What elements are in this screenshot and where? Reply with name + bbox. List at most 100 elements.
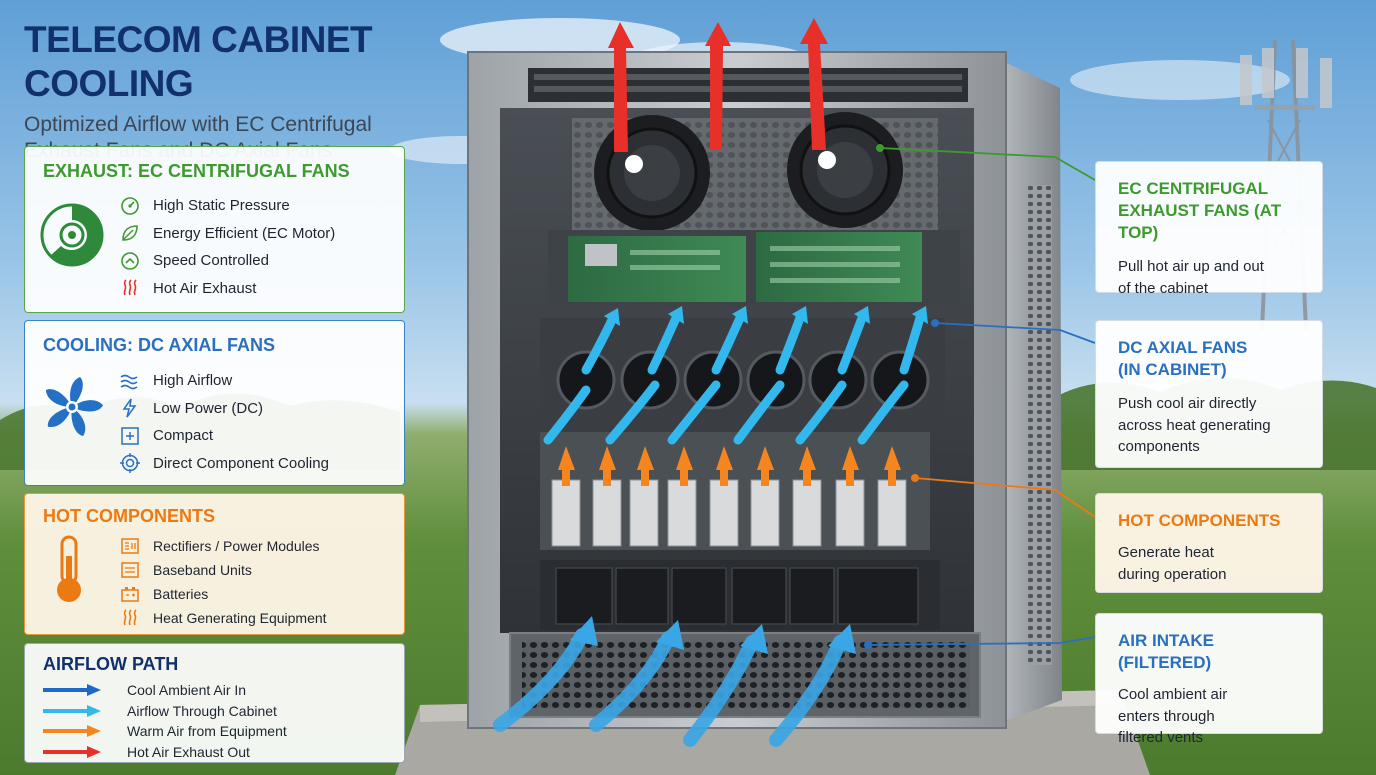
- cooling-feature-1-label: High Airflow: [153, 372, 233, 390]
- callout-hot-components: HOT COMPONENTS Generate heat during oper…: [1095, 493, 1323, 593]
- exhaust-panel: EXHAUST: EC CENTRIFUGAL FANS High Static…: [24, 146, 405, 313]
- callout-dc-title-line-2: (IN CABINET): [1118, 360, 1227, 379]
- callout-ec-title-line-2: EXHAUST FANS (AT TOP): [1118, 201, 1282, 242]
- callout-ec-centrifugal: EC CENTRIFUGAL EXHAUST FANS (AT TOP) Pul…: [1095, 161, 1323, 297]
- cooling-panel-title: COOLING: DC AXIAL FANS: [43, 335, 276, 355]
- intake-arrow-heads: [570, 616, 856, 654]
- callout-ec-text-line-1: Pull hot air up and out: [1118, 258, 1264, 275]
- exhaust-feature-1: High Static Pressure: [119, 192, 335, 220]
- cabinet-airflow-heads: [604, 306, 928, 326]
- airflow-panel-title: AIRFLOW PATH: [43, 654, 179, 674]
- callout-hot-title: HOT COMPONENTS: [1118, 510, 1308, 532]
- cooling-feature-list: High Airflow Low Power (DC) Compact Dire…: [119, 367, 329, 477]
- callout-ec-text: Pull hot air up and out of the cabinet: [1118, 256, 1308, 299]
- cooling-feature-2-label: Low Power (DC): [153, 399, 264, 417]
- airflow-waves-icon: [120, 374, 138, 390]
- main-title: TELECOM CABINET COOLING: [24, 19, 373, 104]
- callout-dc-text: Push cool air directly across heat gener…: [1118, 393, 1308, 458]
- thermometer-icon: [57, 535, 81, 602]
- compact-box-icon: [121, 427, 139, 445]
- callout-dc-text-line-3: components: [1118, 438, 1200, 455]
- airflow-legend: Cool Ambient Air In Airflow Through Cabi…: [43, 680, 287, 762]
- exhaust-feature-4-label: Hot Air Exhaust: [153, 279, 257, 297]
- exhaust-feature-4: Hot Air Exhaust: [119, 275, 335, 303]
- lightning-icon: [122, 398, 137, 418]
- callout-hot-text-line-1: Generate heat: [1118, 544, 1214, 561]
- cooling-feature-3-label: Compact: [153, 427, 214, 445]
- exhaust-feature-2: Energy Efficient (EC Motor): [119, 220, 335, 248]
- hot-feature-list: Rectifiers / Power Modules Baseband Unit…: [119, 534, 327, 630]
- hot-feature-4-label: Heat Generating Equipment: [153, 610, 327, 626]
- exhaust-feature-2-label: Energy Efficient (EC Motor): [153, 224, 336, 242]
- baseband-unit-icon: [121, 562, 139, 578]
- legend-hot-exhaust-label: Hot Air Exhaust Out: [127, 743, 250, 760]
- legend-airflow-through: Airflow Through Cabinet: [43, 701, 287, 722]
- callout-ec-title-line-1: EC CENTRIFUGAL: [1118, 179, 1269, 198]
- callout-dc-title: DC AXIAL FANS (IN CABINET): [1118, 337, 1308, 381]
- cooling-feature-4: Direct Component Cooling: [119, 450, 329, 478]
- callout-intake-title: AIR INTAKE (FILTERED): [1118, 630, 1308, 674]
- callout-ec-title: EC CENTRIFUGAL EXHAUST FANS (AT TOP): [1118, 178, 1308, 244]
- centrifugal-fan-left: [594, 115, 710, 231]
- callout-intake-text-line-3: filtered vents: [1118, 729, 1204, 746]
- callout-intake-text-line-2: enters through: [1118, 707, 1215, 725]
- legend-cool-air-label: Cool Ambient Air In: [127, 682, 247, 699]
- centrifugal-fan-icon: [40, 203, 104, 267]
- callout-hot-text: Generate heat during operation: [1118, 542, 1308, 585]
- callout-intake-title-line-1: AIR INTAKE (FILTERED): [1118, 631, 1215, 672]
- callout-intake-text-line-1: Cool ambient air: [1118, 686, 1228, 703]
- callout-air-intake: AIR INTAKE (FILTERED) Cool ambient air e…: [1095, 613, 1323, 746]
- target-icon: [120, 453, 140, 474]
- hot-panel-title: HOT COMPONENTS: [43, 506, 216, 526]
- intake-airflow-arrows: [493, 628, 847, 747]
- subtitle-line-1: Optimized Airflow with EC Centrifugal: [24, 113, 372, 136]
- cooling-feature-3: Compact: [119, 422, 329, 450]
- hot-feature-3: Batteries: [119, 582, 327, 606]
- cooling-feature-4-label: Direct Component Cooling: [153, 454, 329, 472]
- cool-air-arrow-icon: [43, 684, 101, 697]
- cooling-panel: COOLING: DC AXIAL FANS High Airflow Low …: [24, 320, 405, 486]
- callout-dc-axial: DC AXIAL FANS (IN CABINET) Push cool air…: [1095, 320, 1323, 468]
- hot-feature-2: Baseband Units: [119, 558, 327, 582]
- callout-ec-text-line-2: of the cabinet: [1118, 279, 1209, 297]
- exhaust-feature-1-label: High Static Pressure: [153, 197, 290, 215]
- exhaust-panel-title: EXHAUST: EC CENTRIFUGAL FANS: [43, 161, 350, 181]
- cooling-feature-2: Low Power (DC): [119, 395, 329, 423]
- callout-hot-title-line-1: HOT COMPONENTS: [1118, 511, 1281, 530]
- exhaust-feature-3: Speed Controlled: [119, 247, 335, 275]
- hot-exhaust-arrows: [608, 18, 828, 152]
- legend-hot-exhaust: Hot Air Exhaust Out: [43, 742, 287, 763]
- cooling-feature-1: High Airflow: [119, 367, 329, 395]
- title-block: TELECOM CABINET COOLING Optimized Airflo…: [24, 18, 484, 164]
- hot-feature-3-label: Batteries: [153, 586, 209, 602]
- hot-feature-4: Heat Generating Equipment: [119, 606, 327, 630]
- centrifugal-fan-right: [787, 112, 903, 228]
- legend-warm-air: Warm Air from Equipment: [43, 721, 287, 742]
- hot-feature-1-label: Rectifiers / Power Modules: [153, 538, 320, 554]
- hot-components-panel: HOT COMPONENTS Rectifiers / Power Module…: [24, 493, 405, 635]
- callout-dc-text-line-1: Push cool air directly: [1118, 395, 1257, 412]
- callout-intake-text: Cool ambient air enters through filtered…: [1118, 684, 1308, 749]
- heat-waves-icon: [123, 279, 137, 296]
- power-module-icon: [121, 538, 139, 554]
- axial-fan-row: [556, 350, 930, 410]
- exhaust-feature-3-label: Speed Controlled: [153, 252, 269, 270]
- airflow-path-panel: AIRFLOW PATH Cool Ambient Air In Airflow…: [24, 643, 405, 763]
- hot-feature-2-label: Baseband Units: [153, 562, 252, 578]
- hot-exhaust-arrow-icon: [43, 745, 101, 758]
- rectifier-modules: [551, 479, 907, 547]
- speed-dial-icon: [121, 251, 139, 270]
- legend-cool-air-in: Cool Ambient Air In: [43, 680, 287, 701]
- leader-dots: [864, 144, 939, 649]
- legend-airflow-through-label: Airflow Through Cabinet: [127, 702, 277, 719]
- warm-air-arrow-icon: [43, 725, 101, 738]
- battery-bank: [555, 567, 919, 625]
- exhaust-feature-list: High Static Pressure Energy Efficient (E…: [119, 192, 335, 302]
- callout-dc-text-line-2: across heat generating: [1118, 416, 1271, 434]
- callout-dc-title-line-1: DC AXIAL FANS: [1118, 338, 1248, 357]
- cabinet-airflow-arrows: [543, 313, 925, 445]
- leaf-icon: [122, 225, 138, 242]
- battery-icon: [121, 587, 139, 602]
